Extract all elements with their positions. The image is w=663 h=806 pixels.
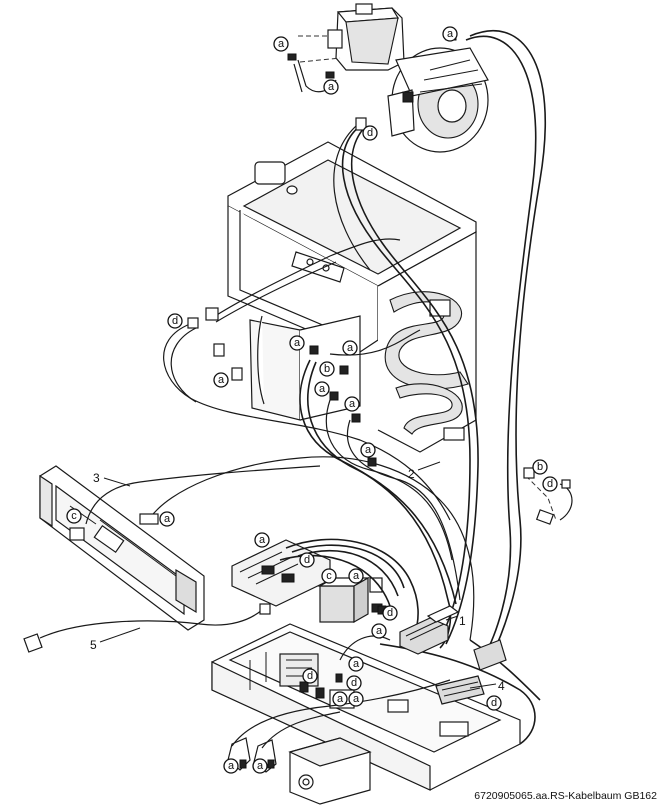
svg-text:d: d	[351, 677, 357, 689]
callout-d: d	[382, 605, 398, 621]
base-housing	[211, 623, 521, 791]
svg-text:a: a	[447, 28, 454, 40]
callout-c: c	[321, 568, 337, 584]
svg-text:d: d	[367, 127, 373, 139]
svg-text:c: c	[326, 570, 332, 582]
callout-d: d	[346, 675, 362, 691]
svg-text:a: a	[228, 760, 235, 772]
svg-text:a: a	[319, 383, 326, 395]
part-number-1: 1	[459, 614, 466, 628]
callout-a: a	[344, 396, 360, 412]
part-number-4: 4	[498, 679, 505, 693]
callout-d: d	[302, 668, 318, 684]
callout-a: a	[254, 532, 270, 548]
part-number-2: 2	[408, 467, 415, 481]
part-numbers: 3 2 1 4 5	[90, 467, 505, 693]
svg-text:a: a	[259, 534, 266, 546]
callout-b: b	[532, 459, 548, 475]
callout-a: a	[348, 568, 364, 584]
callout-d: d	[542, 476, 558, 492]
svg-text:b: b	[324, 363, 330, 375]
callout-d: d	[486, 695, 502, 711]
callout-c: c	[66, 508, 82, 524]
callout-a: a	[442, 26, 458, 42]
callout-d: d	[362, 125, 378, 141]
callout-a: a	[348, 691, 364, 707]
svg-text:a: a	[353, 570, 360, 582]
part-number-3: 3	[93, 471, 100, 485]
svg-text:d: d	[387, 607, 393, 619]
callout-d: d	[167, 313, 183, 329]
svg-text:d: d	[491, 697, 497, 709]
svg-text:a: a	[347, 342, 354, 354]
callout-a: a	[348, 656, 364, 672]
svg-text:b: b	[537, 461, 543, 473]
callout-a: a	[323, 79, 339, 95]
svg-text:c: c	[71, 510, 77, 522]
callout-a: a	[223, 758, 239, 774]
svg-text:a: a	[257, 760, 264, 772]
fan-blower	[387, 47, 489, 153]
svg-text:d: d	[304, 554, 310, 566]
callout-a: a	[371, 623, 387, 639]
svg-text:d: d	[172, 315, 178, 327]
callout-a: a	[342, 340, 358, 356]
svg-text:a: a	[218, 374, 225, 386]
svg-text:a: a	[337, 693, 344, 705]
part-number-5: 5	[90, 638, 97, 652]
wire-harness	[39, 30, 573, 749]
svg-text:a: a	[365, 444, 372, 456]
svg-text:a: a	[349, 398, 356, 410]
callout-b: b	[319, 361, 335, 377]
callout-a: a	[289, 335, 305, 351]
callout-a: a	[213, 372, 229, 388]
svg-text:a: a	[353, 693, 360, 705]
svg-text:d: d	[307, 670, 313, 682]
svg-text:a: a	[164, 513, 171, 525]
gas-valve	[298, 3, 405, 71]
svg-text:a: a	[353, 658, 360, 670]
svg-text:a: a	[328, 81, 335, 93]
callouts: a a a d d a a b a a a a b d a c a d c a …	[66, 26, 558, 774]
connector-plugs	[23, 31, 571, 705]
sensor-box	[288, 737, 372, 805]
callout-a: a	[360, 442, 376, 458]
callout-a: a	[273, 36, 289, 52]
svg-text:a: a	[376, 625, 383, 637]
svg-text:a: a	[294, 337, 301, 349]
callout-d: d	[299, 552, 315, 568]
heat-exchanger	[227, 141, 477, 453]
callout-a: a	[252, 758, 268, 774]
callout-a: a	[314, 381, 330, 397]
callout-a: a	[159, 511, 175, 527]
svg-text:a: a	[278, 38, 285, 50]
svg-text:d: d	[547, 478, 553, 490]
callout-a: a	[332, 691, 348, 707]
control-panel	[39, 465, 205, 631]
leader-lines	[99, 461, 497, 689]
document-id: 6720905065.aa.RS-Kabelbaum GB162	[474, 790, 657, 802]
